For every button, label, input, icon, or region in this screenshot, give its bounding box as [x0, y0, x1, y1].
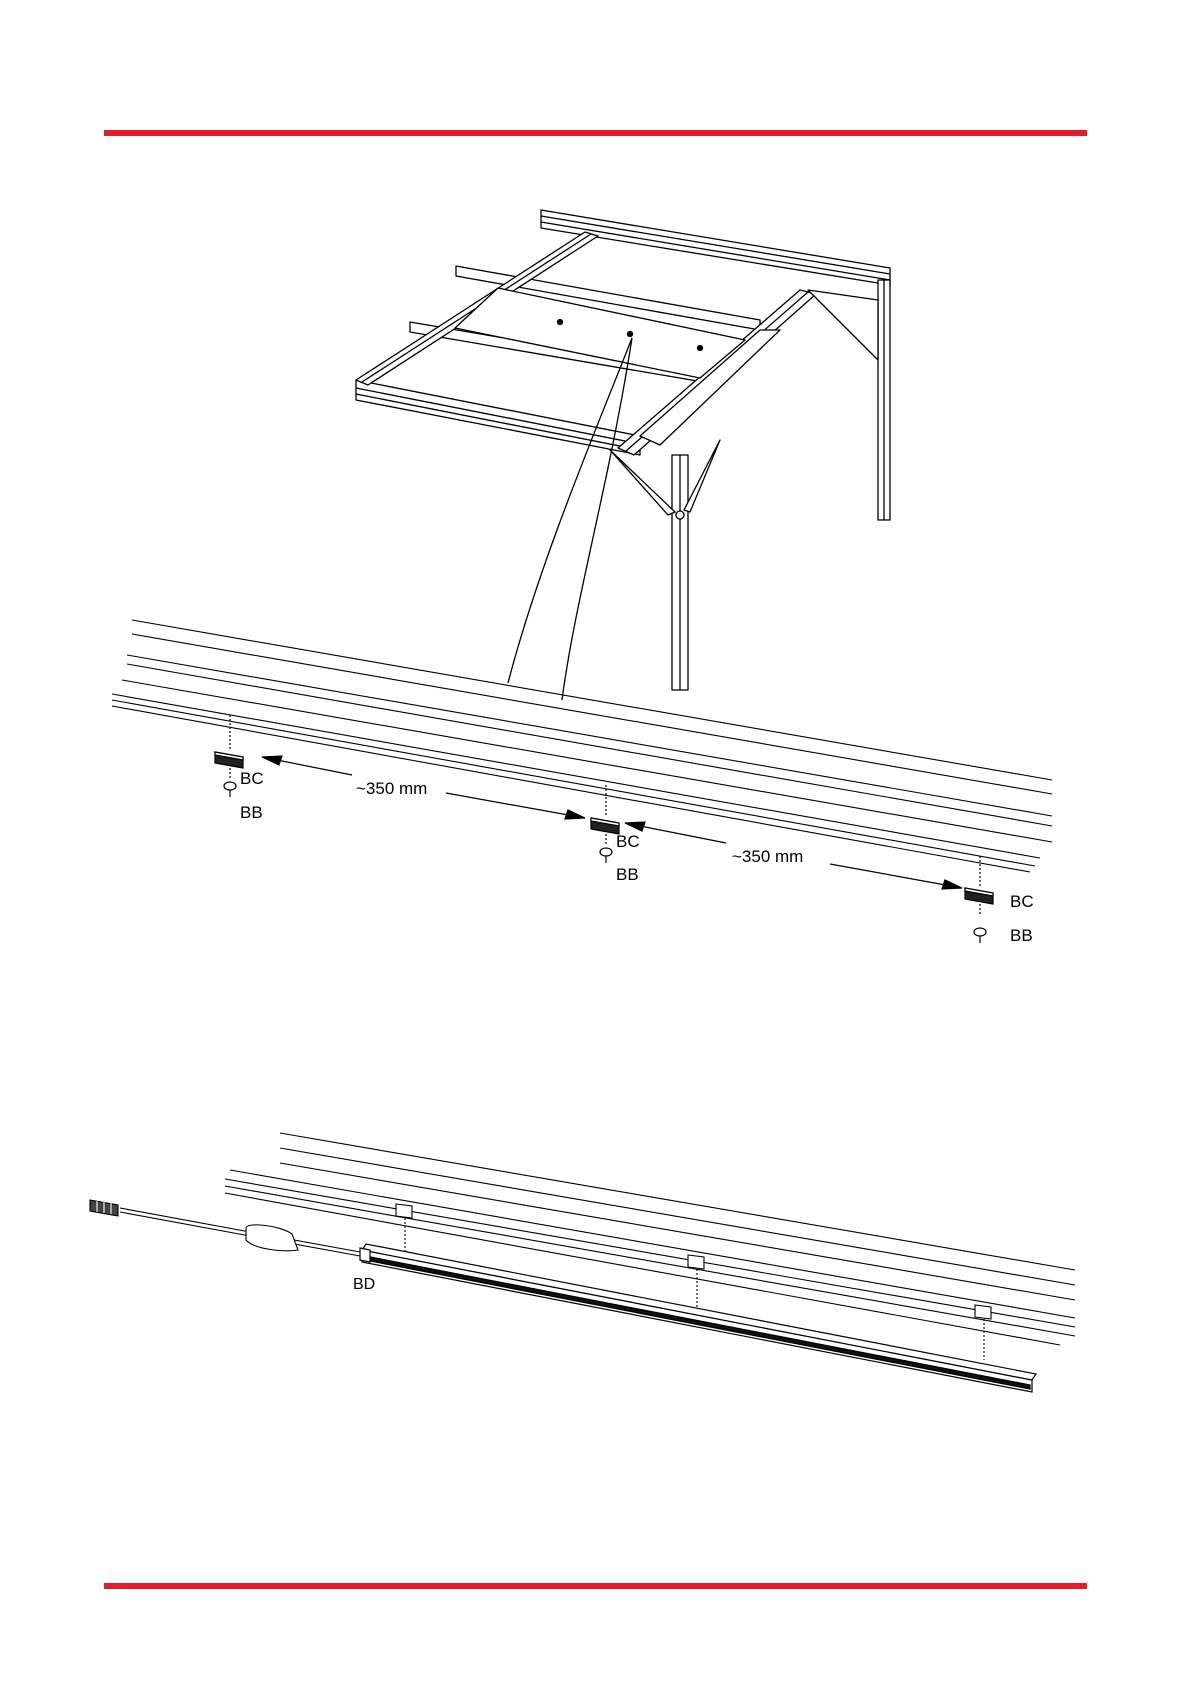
rail-detail — [112, 620, 1052, 872]
label-bc-1: BC — [240, 769, 264, 788]
label-bb-1: BB — [240, 803, 263, 822]
callout-labels: BC BB ~350 mm BC BB ~350 mm BC BB — [240, 769, 1034, 945]
label-bc-2: BC — [616, 832, 640, 851]
label-spacing-1: ~350 mm — [356, 779, 427, 798]
frame-assembly — [356, 210, 890, 700]
label-bd: BD — [353, 1276, 375, 1293]
label-bb-3: BB — [1010, 926, 1033, 945]
label-bb-2: BB — [616, 865, 639, 884]
power-cable — [90, 1200, 360, 1256]
label-spacing-2: ~350 mm — [732, 847, 803, 866]
label-bc-3: BC — [1010, 892, 1034, 911]
clip-bc-3 — [965, 856, 993, 943]
